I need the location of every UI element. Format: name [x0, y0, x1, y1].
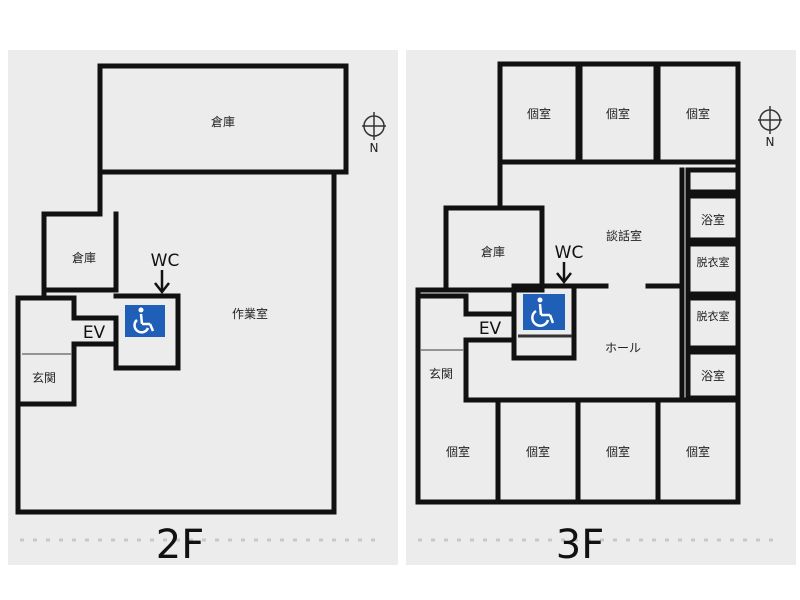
label-workroom: 作業室	[232, 306, 268, 321]
label-lounge: 談話室	[606, 228, 642, 243]
label-elevator: EV	[83, 323, 106, 343]
compass-icon-3f	[758, 106, 782, 134]
outer-wall-3f	[415, 159, 741, 505]
floor-label-3f: 3F	[556, 522, 604, 568]
room-changing-2	[685, 295, 741, 351]
label-entrance-3f: 玄関	[429, 366, 453, 381]
room-private-top-3	[655, 61, 741, 165]
compass-icon	[362, 112, 386, 140]
room-bath-top	[685, 193, 741, 243]
floor-3f	[415, 61, 741, 505]
label-storage-small: 倉庫	[72, 250, 96, 265]
label-changing-1: 脱衣室	[697, 255, 730, 269]
label-private-top-2: 個室	[606, 106, 630, 121]
label-private-bottom-2: 個室	[526, 444, 550, 459]
room-storage-small	[41, 211, 119, 293]
label-private-bottom-1: 個室	[446, 444, 470, 459]
room-storage-3f	[443, 205, 545, 293]
label-private-bottom-4: 個室	[686, 444, 710, 459]
label-compass-n: N	[370, 141, 379, 155]
label-storage-3f: 倉庫	[481, 244, 505, 259]
panel-3f	[406, 50, 796, 565]
label-storage-top: 倉庫	[211, 114, 235, 129]
label-changing-2: 脱衣室	[697, 309, 730, 323]
label-compass-n-3f: N	[766, 135, 775, 149]
label-bath-top: 浴室	[701, 212, 725, 227]
label-wc: WC	[151, 251, 180, 271]
label-private-top-3: 個室	[686, 106, 710, 121]
label-private-top-1: 個室	[527, 106, 551, 121]
room-changing-1	[685, 241, 741, 297]
label-private-bottom-3: 個室	[606, 444, 630, 459]
floor-2f	[15, 63, 349, 515]
label-elevator-3f: EV	[479, 319, 502, 339]
room-storage-top	[97, 63, 349, 175]
label-wc-3f: WC	[555, 243, 584, 263]
label-hall: ホール	[605, 341, 641, 355]
floor-label-2f: 2F	[156, 522, 204, 568]
label-bath-bottom: 浴室	[701, 368, 725, 383]
label-entrance: 玄関	[32, 370, 56, 385]
